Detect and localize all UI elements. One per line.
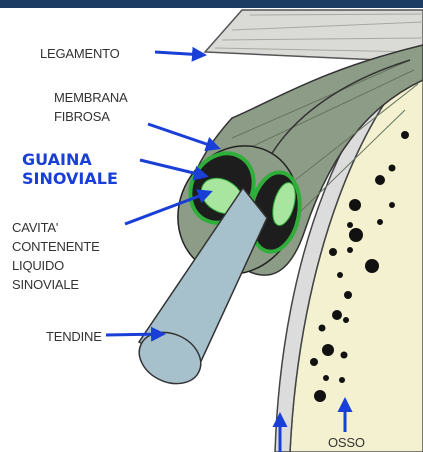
label-osso: OSSO (328, 433, 365, 452)
arrow-tendine (106, 334, 163, 335)
header-bar (0, 0, 423, 8)
arrow-membrana (148, 124, 218, 148)
label-legamento: LEGAMENTO (40, 44, 120, 63)
label-guaina-sinoviale: GUAINA SINOVIALE (22, 150, 118, 188)
label-membrana-fibrosa: MEMBRANA FIBROSA (54, 88, 128, 126)
label-tendine: TENDINE (46, 327, 102, 346)
label-cavita: CAVITA' CONTENENTE LIQUIDO SINOVIALE (12, 218, 100, 294)
arrow-legamento (155, 52, 204, 55)
